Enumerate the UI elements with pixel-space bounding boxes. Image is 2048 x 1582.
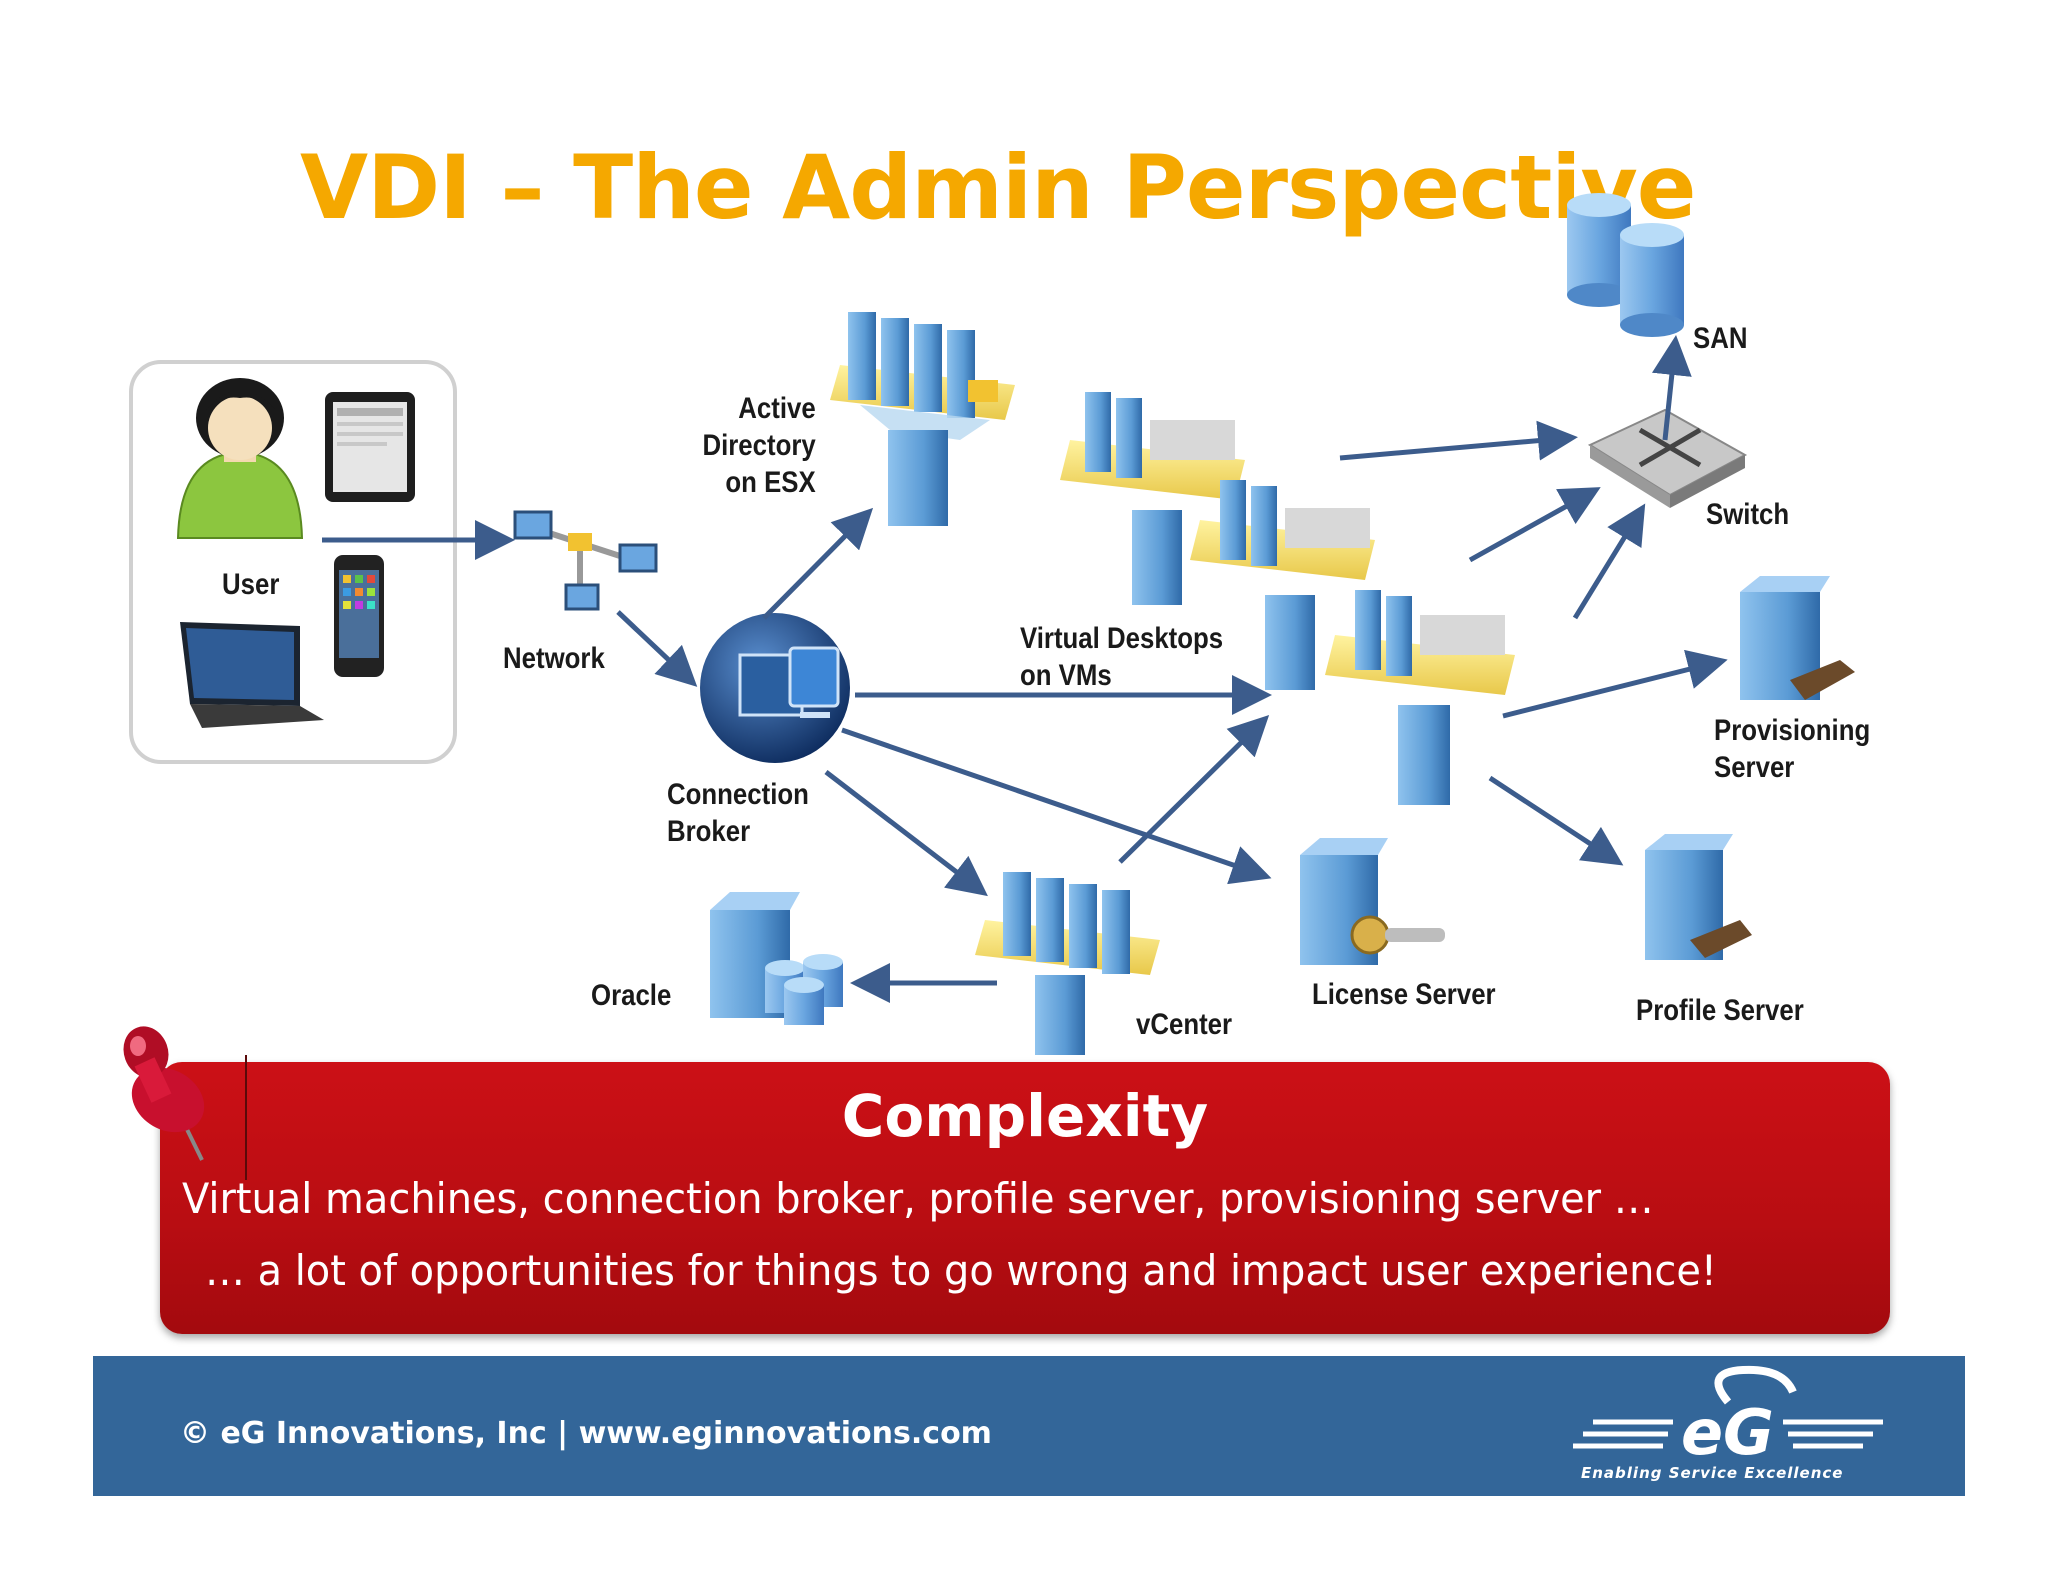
vcenter-server-icon: [975, 872, 1160, 1055]
license-server-icon: [1300, 838, 1445, 965]
arrow-desktops-switch-3: [1572, 503, 1646, 620]
complexity-callout: Complexity Virtual machines, connection …: [160, 1062, 1890, 1334]
profile-server-label: Profile Server: [1636, 994, 1804, 1027]
footer-copyright: © eG Innovations, Inc | www.eginnovation…: [180, 1416, 992, 1451]
arrow-switch-san: [1651, 335, 1692, 441]
user-person-icon: [176, 378, 304, 539]
connection-arrows: [322, 335, 1728, 1003]
network-icon: [513, 510, 658, 611]
logo-tagline: Enabling Service Excellence: [1581, 1464, 1844, 1482]
san-storage-icon: [1567, 193, 1684, 337]
arrow-desktops-switch-2: [1468, 487, 1601, 563]
oracle-server-icon: [710, 892, 843, 1025]
footer-bar: © eG Innovations, Inc | www.eginnovation…: [93, 1356, 1965, 1496]
connection-broker-label: Connection Broker: [667, 778, 809, 848]
callout-title: Complexity: [841, 1082, 1209, 1150]
active-directory-server-icon: [830, 312, 1015, 526]
virtual-desktops-servers-icon: [1060, 392, 1515, 805]
virtual-desktops-label: Virtual Desktops on VMs: [1020, 622, 1224, 692]
smartphone-icon: [334, 555, 384, 677]
arrow-vcenter-desktops: [1118, 714, 1270, 864]
connection-broker-icon: [700, 613, 850, 763]
active-directory-label: Active Directory on ESX: [702, 392, 816, 499]
user-devices-group: [129, 360, 457, 764]
network-label: Network: [503, 642, 605, 675]
callout-line-2: … a lot of opportunities for things to g…: [205, 1246, 1717, 1295]
user-label: User: [222, 568, 280, 601]
arrow-broker-license: [841, 727, 1272, 885]
switch-label: Switch: [1706, 498, 1790, 531]
tablet-icon: [325, 392, 415, 502]
oracle-label: Oracle: [591, 979, 672, 1012]
slide-title: VDI – The Admin Perspective: [300, 136, 1696, 239]
license-server-label: License Server: [1312, 978, 1496, 1011]
arrow-network-broker: [616, 610, 698, 687]
provisioning-server-label: Provisioning Server: [1714, 714, 1871, 784]
arrow-broker-vcenter: [824, 770, 988, 897]
architecture-diagram: [129, 193, 1855, 1055]
arrow-desktops-switch-1: [1339, 420, 1578, 461]
arrow-broker-ad: [762, 507, 874, 620]
switch-icon: [1587, 408, 1748, 508]
arrow-desktops-provisioning: [1502, 649, 1728, 719]
provisioning-server-icon: [1740, 576, 1855, 700]
eg-logo: eG: [1573, 1365, 1883, 1469]
arrow-desktops-profile: [1488, 775, 1624, 866]
profile-server-icon: [1645, 834, 1752, 960]
logo-text: eG: [1681, 1396, 1774, 1469]
san-label: SAN: [1693, 322, 1748, 355]
push-pin-icon: [123, 1026, 247, 1180]
callout-line-1: Virtual machines, connection broker, pro…: [182, 1174, 1654, 1223]
vcenter-label: vCenter: [1136, 1008, 1233, 1041]
laptop-icon: [180, 622, 324, 728]
